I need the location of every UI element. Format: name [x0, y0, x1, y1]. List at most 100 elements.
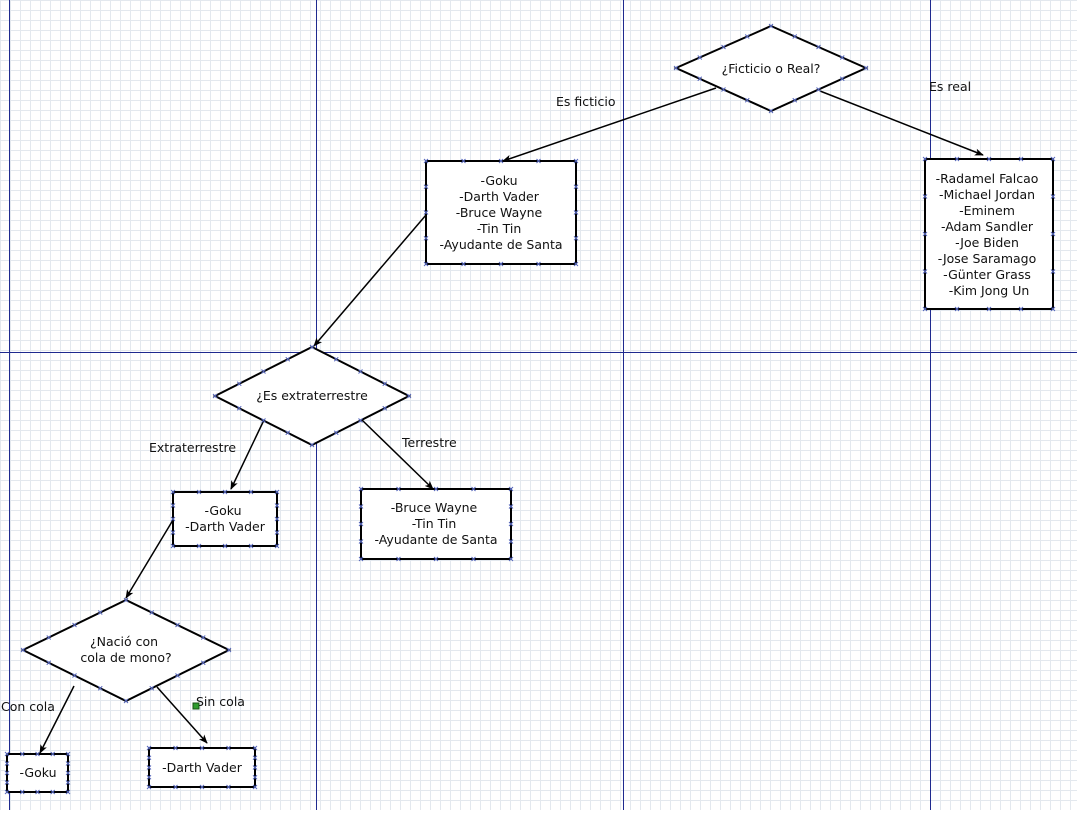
- connection-point-icon: [123, 698, 129, 704]
- connection-point-icon: [200, 635, 206, 640]
- connection-point-icon: [196, 543, 202, 549]
- edge-label-sin-cola[interactable]: Sin cola: [196, 694, 245, 709]
- connection-point-icon: [358, 556, 364, 562]
- edge-label-extraterrestre[interactable]: Extraterrestre: [149, 440, 236, 455]
- connection-point-icon: [1018, 156, 1024, 162]
- box-line: -Jose Saramago: [938, 251, 1037, 266]
- edge-label-con-cola[interactable]: Con cola: [1, 699, 55, 714]
- box-line: -Günter Grass: [943, 267, 1031, 282]
- connection-point-icon: [46, 660, 52, 666]
- connection-point-icon: [309, 442, 315, 448]
- connection-point-icon: [1050, 156, 1056, 162]
- connection-point-icon: [20, 647, 26, 653]
- box-line: -Ayudante de Santa: [439, 237, 562, 252]
- connection-point-icon: [816, 87, 821, 92]
- connection-point-icon: [816, 44, 821, 50]
- connection-point-icon: [1050, 306, 1056, 312]
- connection-point-icon: [170, 543, 176, 549]
- connection-points: [4, 23, 1056, 795]
- connection-point-icon: [406, 393, 412, 399]
- connection-point-icon: [146, 784, 152, 790]
- connection-point-icon: [922, 231, 928, 237]
- connection-point-icon: [839, 55, 845, 60]
- box-text: -Radamel Falcao -Michael Jordan -Eminem …: [936, 171, 1043, 298]
- decision-text: ¿Nació con cola de mono?: [80, 634, 171, 665]
- selection-handle[interactable]: [192, 702, 200, 710]
- connection-point-icon: [199, 784, 205, 790]
- connection-point-icon: [248, 489, 254, 495]
- connection-point-icon: [65, 770, 71, 776]
- box-terrestres[interactable]: -Bruce Wayne -Tin Tin -Ayudante de Santa: [360, 488, 512, 560]
- connection-point-icon: [212, 393, 218, 399]
- connection-point-icon: [236, 405, 242, 411]
- connection-point-icon: [423, 158, 429, 164]
- connection-point-icon: [285, 356, 291, 362]
- connection-point-icon: [573, 158, 579, 164]
- connection-point-icon: [536, 158, 541, 164]
- edge-con-cola[interactable]: [39, 685, 75, 754]
- box-line: -Tin Tin: [412, 516, 457, 531]
- connection-point-icon: [146, 755, 152, 761]
- connection-point-icon: [46, 635, 52, 640]
- edge-extraterrestre[interactable]: [230, 419, 265, 490]
- connection-point-icon: [97, 610, 103, 615]
- connection-point-icon: [175, 622, 180, 628]
- decision-es-extraterrestre[interactable]: ¿Es extraterrestre: [212, 345, 412, 447]
- box-con-cola[interactable]: -Goku: [6, 753, 69, 793]
- edge-extraterrestre-to-cola[interactable]: [125, 519, 174, 599]
- connection-point-icon: [333, 430, 339, 436]
- decision-nacio-con-cola[interactable]: ¿Nació con cola de mono?: [20, 598, 232, 703]
- connection-point-icon: [396, 556, 401, 562]
- decision-text: ¿Es extraterrestre: [256, 388, 368, 403]
- connection-point-icon: [508, 486, 514, 492]
- connection-point-icon: [721, 87, 726, 92]
- edge-label-es-real[interactable]: Es real: [929, 79, 971, 94]
- edge-label-terrestre[interactable]: Terrestre: [401, 435, 457, 450]
- connection-point-icon: [199, 745, 205, 751]
- box-line: -Darth Vader: [459, 189, 540, 204]
- box-text: -Darth Vader: [162, 760, 243, 775]
- connection-point-icon: [65, 751, 71, 757]
- connection-point-icon: [226, 784, 231, 790]
- connection-point-icon: [4, 751, 10, 757]
- box-extraterrestres[interactable]: -Goku -Darth Vader: [172, 491, 278, 547]
- box-text: -Goku: [19, 765, 56, 780]
- edge-labels: Es ficticio Es real Extraterrestre Terre…: [1, 79, 971, 714]
- decision-line: ¿Es extraterrestre: [256, 388, 368, 403]
- connection-point-icon: [792, 97, 798, 103]
- connection-point-icon: [123, 597, 129, 603]
- connection-point-icon: [170, 530, 176, 535]
- connection-point-icon: [382, 405, 388, 411]
- edge-sin-cola[interactable]: [156, 686, 208, 744]
- connection-point-icon: [146, 765, 152, 770]
- box-sin-cola[interactable]: -Darth Vader: [148, 747, 256, 788]
- box-reales[interactable]: -Radamel Falcao -Michael Jordan -Eminem …: [924, 158, 1054, 310]
- connection-point-icon: [461, 261, 466, 267]
- connection-point-icon: [471, 556, 476, 562]
- connection-point-icon: [768, 23, 774, 29]
- connection-point-icon: [19, 751, 25, 757]
- connection-point-icon: [508, 504, 514, 509]
- connection-point-icon: [170, 489, 176, 495]
- edge-label-es-ficticio[interactable]: Es ficticio: [556, 94, 616, 109]
- edge-real[interactable]: [819, 90, 984, 156]
- connection-point-icon: [573, 235, 579, 241]
- box-ficticios[interactable]: -Goku -Darth Vader -Bruce Wayne -Tin Tin…: [425, 160, 577, 265]
- edge-ficticio-to-extraterrestre[interactable]: [313, 214, 427, 347]
- box-text: -Goku -Darth Vader: [185, 503, 266, 534]
- connection-point-icon: [50, 751, 56, 757]
- box-line: -Eminem: [959, 203, 1015, 218]
- connection-point-icon: [423, 261, 429, 267]
- edge-ficticio[interactable]: [502, 87, 717, 162]
- connection-point-icon: [175, 673, 180, 678]
- connection-point-icon: [4, 780, 10, 785]
- box-line: -Radamel Falcao: [936, 171, 1039, 186]
- connection-point-icon: [508, 521, 514, 527]
- connection-point-icon: [954, 156, 960, 162]
- connection-point-icon: [461, 158, 466, 164]
- edge-terrestre[interactable]: [361, 419, 434, 490]
- connection-point-icon: [986, 156, 992, 162]
- connection-point-icon: [792, 34, 798, 39]
- connection-point-icon: [226, 647, 232, 653]
